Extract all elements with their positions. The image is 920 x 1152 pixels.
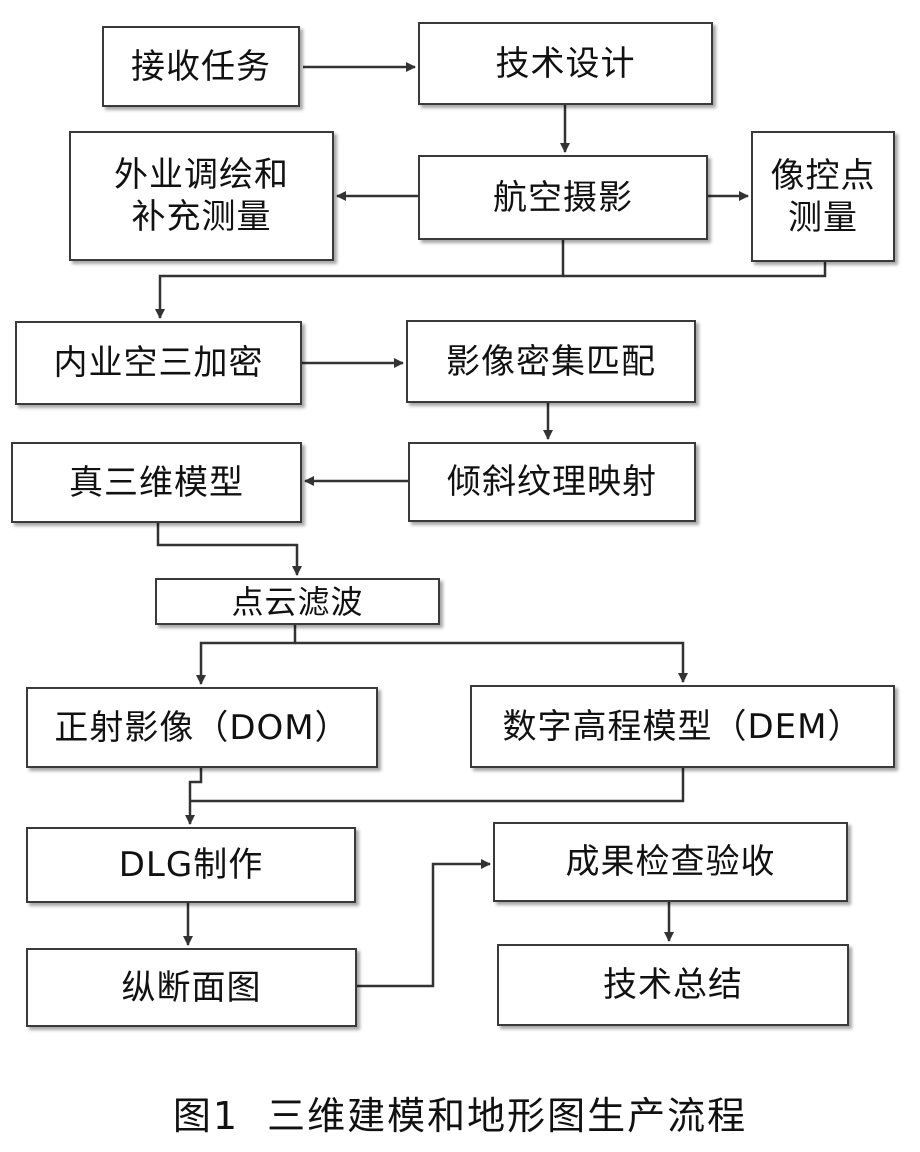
arrow-pointcloud-to-dom bbox=[196, 625, 297, 685]
arrow-profile-to-inspection bbox=[357, 859, 491, 988]
node-dem: 数字高程模型（DEM） bbox=[470, 685, 895, 768]
node-point-cloud-filtering: 点云滤波 bbox=[155, 578, 440, 625]
node-dense-matching: 影像密集匹配 bbox=[406, 320, 696, 403]
node-field-survey-label: 外业调绘和 补充测量 bbox=[114, 155, 289, 237]
node-dom-label: 正射影像（DOM） bbox=[54, 707, 350, 748]
node-aerial-triangulation: 内业空三加密 bbox=[15, 321, 302, 405]
node-texture-mapping: 倾斜纹理映射 bbox=[408, 442, 696, 522]
node-control-point-survey: 像控点 测量 bbox=[751, 131, 895, 262]
node-true-3d-model: 真三维模型 bbox=[11, 442, 302, 523]
arrow-pointcloud-to-dem bbox=[295, 641, 688, 683]
node-result-inspection: 成果检查验收 bbox=[493, 822, 848, 902]
node-profile-map-label: 纵断面图 bbox=[121, 967, 262, 1008]
node-aerial-photography: 航空摄影 bbox=[418, 155, 708, 240]
line-control-merge bbox=[563, 262, 827, 278]
figure-caption: 图1 三维建模和地形图生产流程 bbox=[172, 1094, 748, 1138]
node-aerial-triangulation-label: 内业空三加密 bbox=[53, 343, 264, 383]
node-dlg-label: DLG制作 bbox=[118, 845, 264, 885]
node-point-cloud-filtering-label: 点云滤波 bbox=[231, 582, 364, 621]
node-field-survey: 外业调绘和 补充测量 bbox=[69, 131, 334, 261]
arrow-aerial-to-triangulation bbox=[155, 240, 565, 319]
node-receive-task: 接收任务 bbox=[102, 26, 300, 107]
line-dem-merge bbox=[190, 768, 685, 803]
arrow-model-to-pointcloud bbox=[156, 523, 302, 576]
node-aerial-photography-label: 航空摄影 bbox=[493, 177, 633, 218]
node-dlg: DLG制作 bbox=[26, 827, 356, 903]
node-control-point-survey-label: 像控点 测量 bbox=[770, 155, 876, 238]
node-technical-summary-label: 技术总结 bbox=[603, 965, 743, 1005]
node-technical-design: 技术设计 bbox=[418, 22, 713, 105]
node-dense-matching-label: 影像密集匹配 bbox=[446, 341, 656, 382]
node-technical-design-label: 技术设计 bbox=[495, 43, 636, 84]
node-receive-task-label: 接收任务 bbox=[131, 46, 271, 87]
arrow-dom-to-dlg bbox=[185, 768, 203, 825]
node-technical-summary: 技术总结 bbox=[497, 944, 849, 1026]
node-true-3d-model-label: 真三维模型 bbox=[69, 462, 244, 503]
node-texture-mapping-label: 倾斜纹理映射 bbox=[447, 462, 657, 502]
node-dem-label: 数字高程模型（DEM） bbox=[502, 706, 863, 747]
node-profile-map: 纵断面图 bbox=[26, 948, 357, 1027]
node-result-inspection-label: 成果检查验收 bbox=[565, 842, 776, 882]
node-dom: 正射影像（DOM） bbox=[26, 687, 378, 768]
